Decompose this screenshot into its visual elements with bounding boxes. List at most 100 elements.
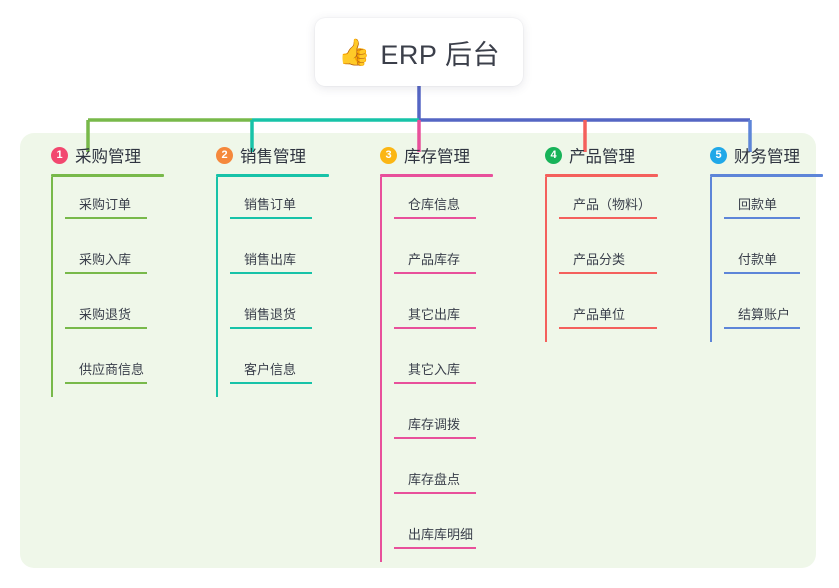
- branch-child-label: 仓库信息: [408, 197, 461, 212]
- branch-spine: [545, 177, 547, 342]
- branch-spine: [216, 177, 218, 397]
- branch-child-underline: [559, 272, 657, 274]
- branch-child-underline: [230, 217, 312, 219]
- branch-spine: [380, 177, 382, 562]
- branch-child-label: 采购入库: [79, 252, 132, 267]
- branch-child-label: 销售出库: [244, 252, 297, 267]
- branch-title: 采购管理: [75, 148, 141, 166]
- branch-child-label: 回款单: [738, 197, 778, 212]
- branch-title: 产品管理: [569, 148, 635, 166]
- branch-child-label: 销售退货: [244, 307, 297, 322]
- branch-child-item[interactable]: 销售订单: [230, 177, 329, 232]
- branch-number-badge: 2: [216, 146, 233, 164]
- branch-header-5[interactable]: 5 财务管理: [692, 142, 823, 168]
- branch-child-item[interactable]: 产品单位: [559, 287, 658, 342]
- branch-child-label: 结算账户: [738, 307, 791, 322]
- branch-column-2: 2 销售管理销售订单销售出库销售退货客户信息: [198, 142, 329, 397]
- branch-child-label: 产品库存: [408, 252, 461, 267]
- thumbs-up-icon: 👍: [338, 37, 371, 67]
- branch-child-underline: [394, 492, 476, 494]
- branch-underline: [51, 174, 164, 177]
- branch-child-underline: [724, 327, 800, 329]
- branch-child-underline: [394, 327, 476, 329]
- branch-child-underline: [230, 272, 312, 274]
- branch-children: 仓库信息产品库存其它出库其它入库库存调拨库存盘点出库库明细: [380, 177, 493, 562]
- branch-child-underline: [559, 217, 657, 219]
- branch-child-label: 客户信息: [244, 362, 297, 377]
- branch-child-label: 库存盘点: [408, 472, 461, 487]
- branch-child-underline: [724, 217, 800, 219]
- branch-child-label: 出库库明细: [408, 527, 474, 542]
- branch-number-badge: 3: [380, 146, 397, 164]
- branch-child-label: 销售订单: [244, 197, 297, 212]
- branch-child-underline: [724, 272, 800, 274]
- branch-child-label: 采购退货: [79, 307, 132, 322]
- branch-child-underline: [230, 382, 312, 384]
- branch-child-item[interactable]: 付款单: [724, 232, 823, 287]
- branches-panel: [20, 133, 816, 568]
- branch-child-label: 产品（物料）: [573, 197, 652, 212]
- branch-children: 回款单付款单结算账户: [710, 177, 823, 342]
- branch-child-label: 采购订单: [79, 197, 132, 212]
- branch-child-underline: [65, 327, 147, 329]
- branch-child-label: 产品单位: [573, 307, 626, 322]
- branch-child-item[interactable]: 结算账户: [724, 287, 823, 342]
- branch-child-item[interactable]: 产品（物料）: [559, 177, 658, 232]
- branch-header-2[interactable]: 2 销售管理: [198, 142, 329, 168]
- branch-child-item[interactable]: 销售出库: [230, 232, 329, 287]
- branch-child-underline: [65, 217, 147, 219]
- branch-child-underline: [394, 217, 476, 219]
- branch-child-item[interactable]: 其它出库: [394, 287, 493, 342]
- branch-child-item[interactable]: 产品分类: [559, 232, 658, 287]
- branch-spine: [710, 177, 712, 342]
- branch-header-1[interactable]: 1 采购管理: [33, 142, 164, 168]
- branch-child-item[interactable]: 其它入库: [394, 342, 493, 397]
- branch-number-badge: 5: [710, 146, 727, 164]
- branch-title: 销售管理: [240, 148, 306, 166]
- branch-child-label: 付款单: [738, 252, 778, 267]
- branch-child-item[interactable]: 采购退货: [65, 287, 164, 342]
- branch-child-item[interactable]: 出库库明细: [394, 507, 493, 562]
- branch-child-item[interactable]: 采购入库: [65, 232, 164, 287]
- branch-child-item[interactable]: 产品库存: [394, 232, 493, 287]
- branch-child-underline: [394, 272, 476, 274]
- branch-column-4: 4 产品管理产品（物料） 产品分类产品单位: [527, 142, 658, 342]
- branch-column-1: 1 采购管理采购订单采购入库采购退货供应商信息: [33, 142, 164, 397]
- branch-spine: [51, 177, 53, 397]
- branch-child-item[interactable]: 库存调拨: [394, 397, 493, 452]
- branch-column-5: 5 财务管理回款单付款单结算账户: [692, 142, 823, 342]
- branch-column-3: 3 库存管理仓库信息产品库存其它出库其它入库库存调拨库存盘点出库库明细: [362, 142, 493, 562]
- branch-children: 采购订单采购入库采购退货供应商信息: [51, 177, 164, 397]
- branch-child-label: 其它出库: [408, 307, 461, 322]
- branch-children: 销售订单销售出库销售退货客户信息: [216, 177, 329, 397]
- branch-underline: [710, 174, 823, 177]
- branch-child-item[interactable]: 采购订单: [65, 177, 164, 232]
- branch-children: 产品（物料） 产品分类产品单位: [545, 177, 658, 342]
- branch-child-underline: [394, 547, 476, 549]
- branch-number-badge: 4: [545, 146, 562, 164]
- branch-child-label: 库存调拨: [408, 417, 461, 432]
- branch-child-item[interactable]: 客户信息: [230, 342, 329, 397]
- branch-child-underline: [394, 437, 476, 439]
- root-node[interactable]: 👍 ERP 后台: [315, 18, 523, 86]
- branch-child-underline: [394, 382, 476, 384]
- branch-underline: [216, 174, 329, 177]
- branch-child-label: 其它入库: [408, 362, 461, 377]
- branch-child-item[interactable]: 销售退货: [230, 287, 329, 342]
- branch-child-item[interactable]: 库存盘点: [394, 452, 493, 507]
- branch-child-item[interactable]: 回款单: [724, 177, 823, 232]
- branch-child-item[interactable]: 仓库信息: [394, 177, 493, 232]
- branch-child-underline: [230, 327, 312, 329]
- branch-child-item[interactable]: 供应商信息: [65, 342, 164, 397]
- root-node-label: ERP 后台: [380, 39, 500, 70]
- branch-title: 库存管理: [404, 148, 470, 166]
- branch-title: 财务管理: [734, 148, 800, 166]
- branch-child-underline: [65, 382, 147, 384]
- branch-child-label: 产品分类: [573, 252, 626, 267]
- branch-child-underline: [65, 272, 147, 274]
- branch-header-4[interactable]: 4 产品管理: [527, 142, 658, 168]
- branch-header-3[interactable]: 3 库存管理: [362, 142, 493, 168]
- branch-child-underline: [559, 327, 657, 329]
- branch-number-badge: 1: [51, 146, 68, 164]
